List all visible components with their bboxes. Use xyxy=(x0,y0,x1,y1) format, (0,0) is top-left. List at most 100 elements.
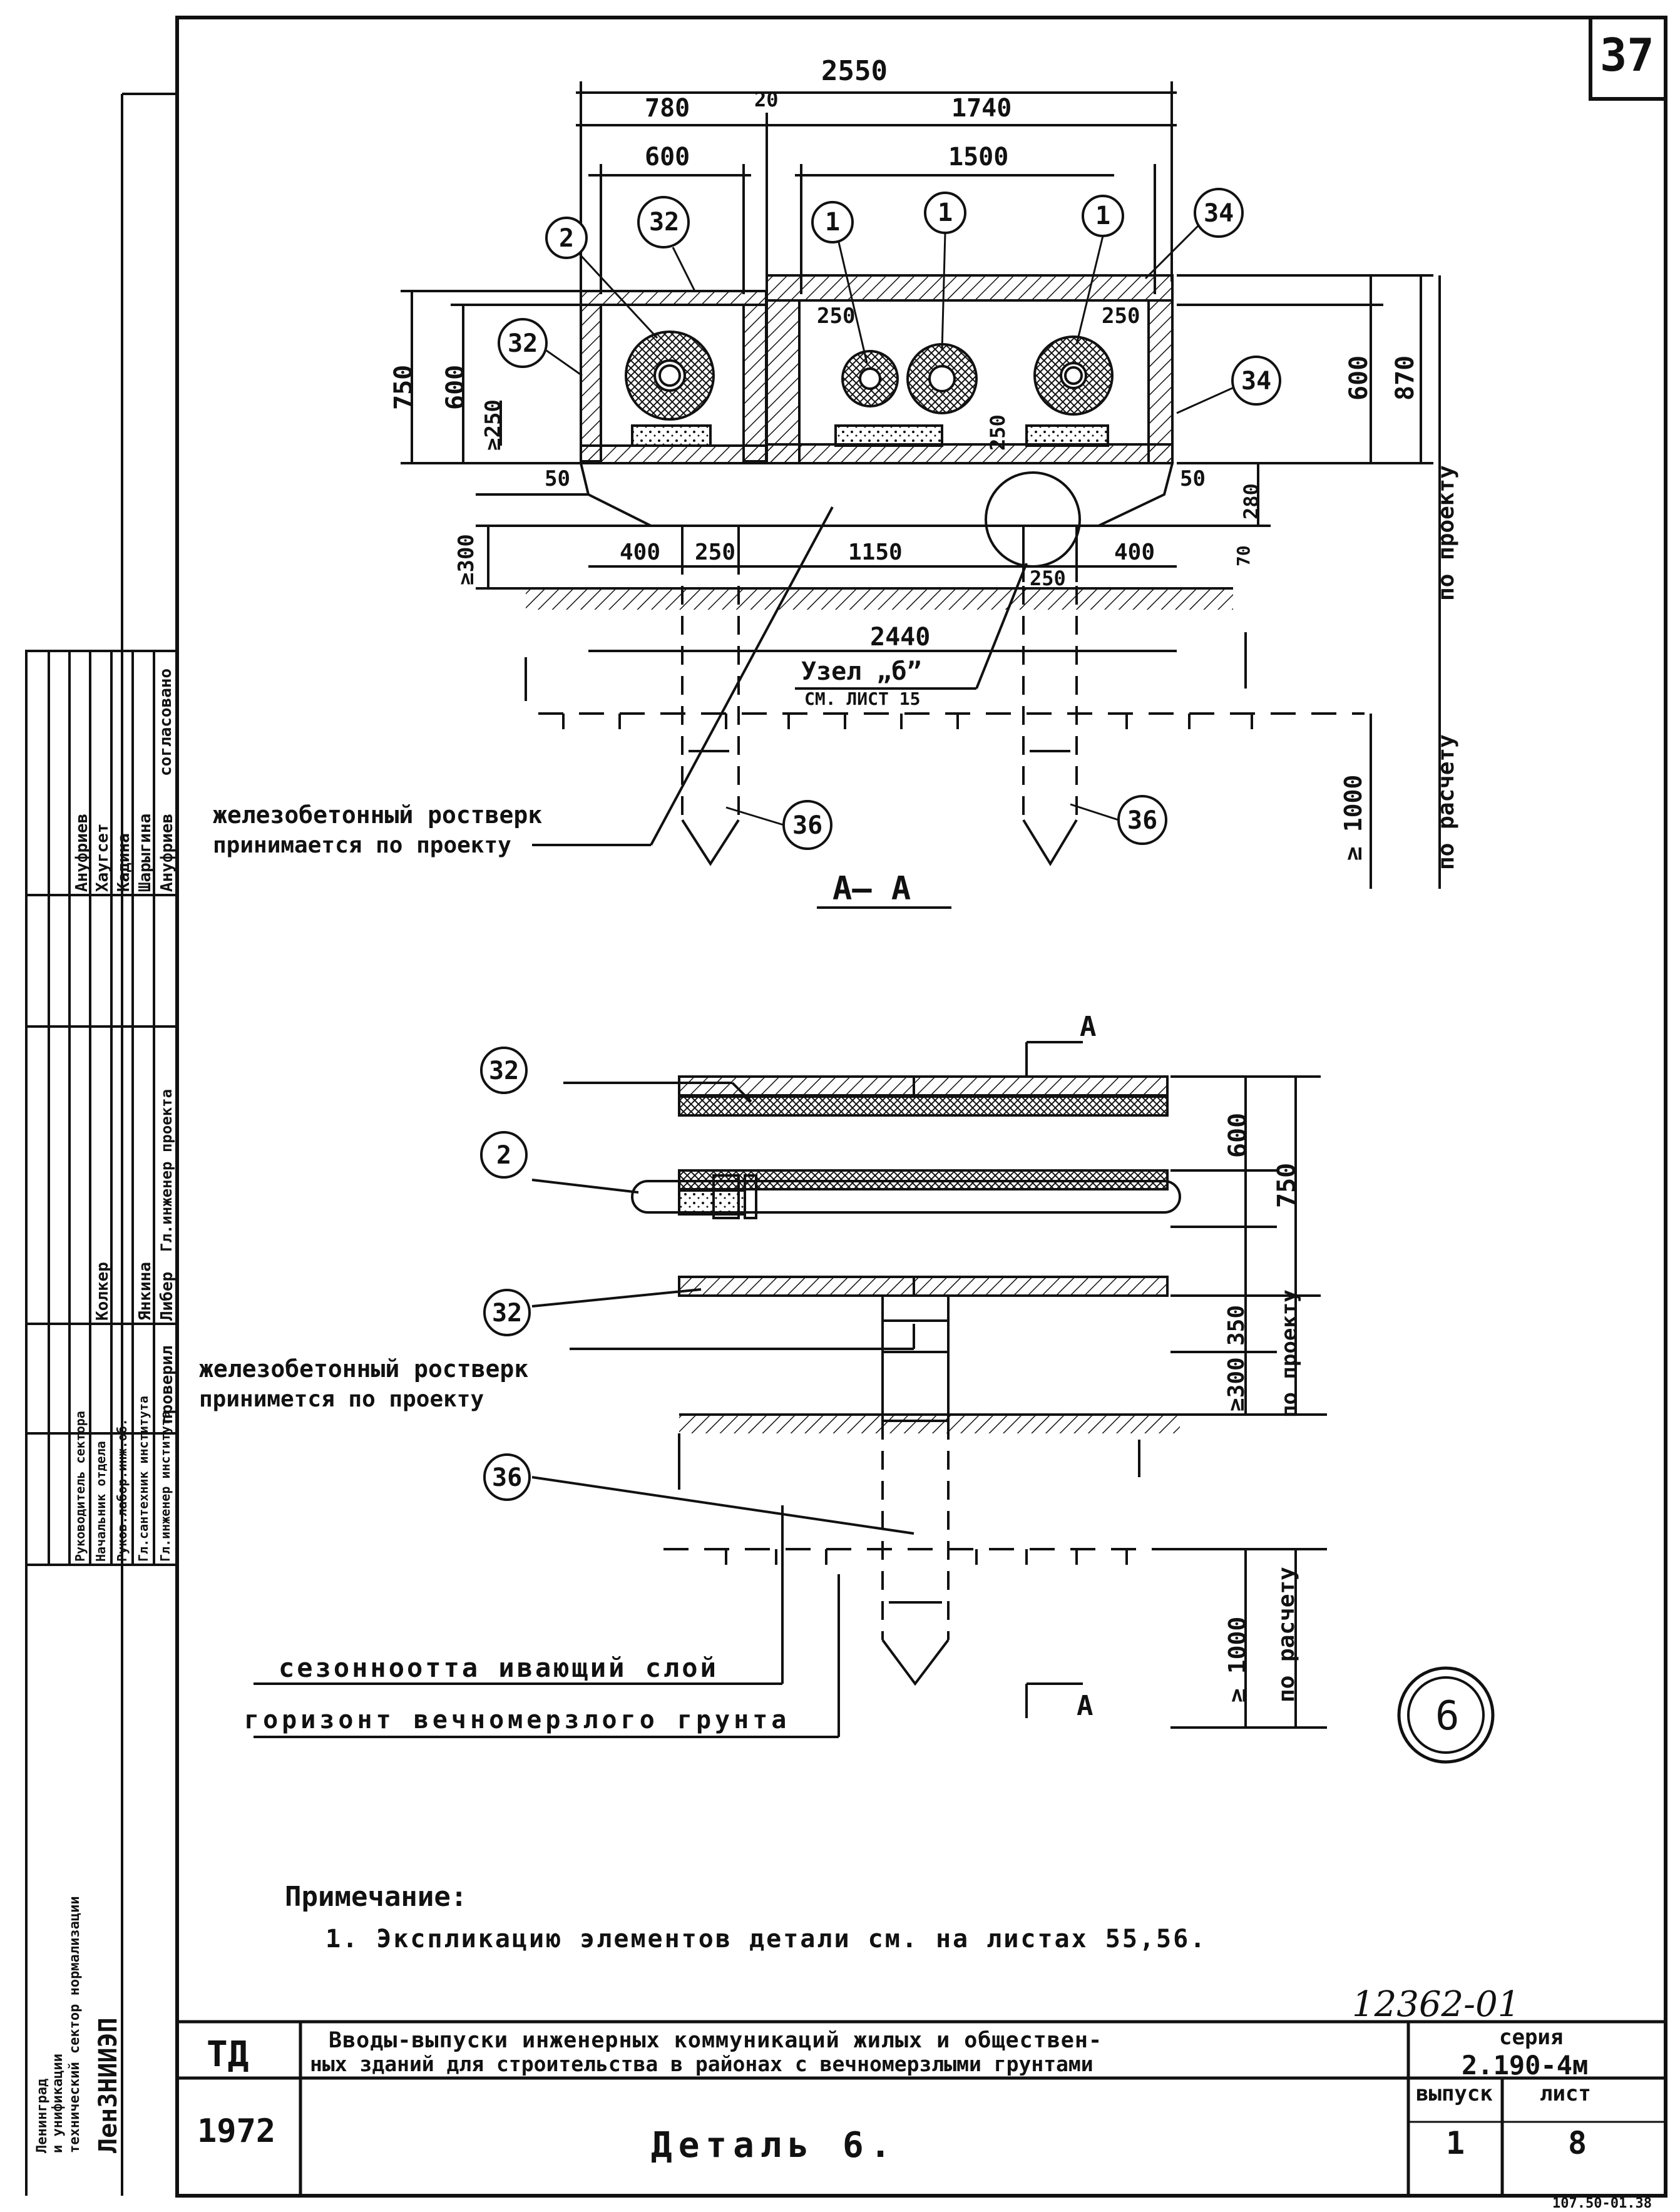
dim-750-left: 750 xyxy=(389,364,418,410)
callout-aa-36-right: 36 xyxy=(1127,806,1158,835)
callout-plan-36: 36 xyxy=(492,1463,523,1492)
callout-aa-34-top: 34 xyxy=(1204,199,1234,228)
note-title: Примечание: xyxy=(285,1881,468,1913)
dim-1740: 1740 xyxy=(951,94,1012,123)
side-role-5: Руководитель сектора xyxy=(73,1411,88,1562)
side-approve-name-3: Кадина xyxy=(115,833,133,892)
aa-grillage-line1: железобетонный ростверк xyxy=(213,801,543,829)
callout-aa-2: 2 xyxy=(559,224,575,253)
side-role-name-2: Янкина xyxy=(136,1262,155,1321)
plan-per-project: по проекту xyxy=(1277,1289,1302,1418)
dim-250-a: 250 xyxy=(817,304,856,329)
note-text: 1. Экспликацию элементов детали см. на л… xyxy=(325,1925,1207,1953)
stamp-td: ТД xyxy=(207,2034,249,2075)
dim-70: 70 xyxy=(1233,545,1254,566)
callout-aa-32-top: 32 xyxy=(649,208,680,237)
plan-grillage-line2: принимется по проекту xyxy=(199,1386,484,1412)
node-ref: СМ. ЛИСТ 15 xyxy=(804,689,921,709)
callout-aa-36-left: 36 xyxy=(792,811,823,840)
stamp-issue-value: 1 xyxy=(1446,2125,1465,2161)
node-label: Узел „б” xyxy=(801,657,922,686)
callout-aa-1c: 1 xyxy=(1095,202,1111,230)
dim-250-pile-left: 250 xyxy=(695,540,736,565)
plan-dim-750: 750 xyxy=(1273,1162,1301,1208)
stamp-year: 1972 xyxy=(197,2112,276,2150)
plan-section-mark-bottom: А xyxy=(1077,1690,1094,1722)
dim-2440: 2440 xyxy=(870,623,931,652)
dim-50-right: 50 xyxy=(1180,466,1206,491)
dim-280: 280 xyxy=(1239,483,1263,520)
callout-aa-32-left: 32 xyxy=(508,329,538,358)
aa-per-project: по проекту xyxy=(1433,465,1459,601)
callout-plan-2: 2 xyxy=(496,1141,512,1170)
callout-plan-32-top: 32 xyxy=(489,1057,520,1085)
side-org-2: технический сектор нормализации xyxy=(67,1896,83,2153)
detail-mark xyxy=(1397,1666,1495,1764)
side-chief-project: Гл.инженер проекта xyxy=(158,1088,175,1252)
dim-600-left: 600 xyxy=(441,364,470,410)
plan-permafrost-ticks xyxy=(725,1549,1128,1565)
plan-dim-350: 350 xyxy=(1224,1304,1249,1346)
callout-aa-1a: 1 xyxy=(825,208,841,237)
side-role-name-4: Колкер xyxy=(93,1262,112,1321)
side-role-4: Начальник отдела xyxy=(93,1441,108,1562)
dim-250-b: 250 xyxy=(1102,304,1140,329)
side-role-name-1: Либер xyxy=(158,1271,177,1321)
callout-circles-plan xyxy=(480,1047,531,1501)
side-role-1: Гл.инженер института xyxy=(158,1411,173,1562)
dim-400-left: 400 xyxy=(620,540,661,565)
corner-code: 107.50-01.38 xyxy=(1552,2196,1652,2211)
plan-dim-600: 600 xyxy=(1224,1112,1252,1158)
dim-1150: 1150 xyxy=(848,540,903,565)
plan-grillage-line1: железобетонный ростверк xyxy=(199,1355,529,1383)
handwritten-code: 12362-01 xyxy=(1352,1984,1520,2025)
callout-aa-34-right: 34 xyxy=(1241,367,1272,396)
side-org-4: Ленинград xyxy=(34,2078,50,2153)
dim-50-left: 50 xyxy=(545,466,570,491)
side-approve-name-5: Ануфриев xyxy=(73,813,91,892)
stamp-title-line1: Вводы-выпуски инженерных коммуникаций жи… xyxy=(329,2028,1103,2053)
side-role-2: Гл.сантехник института xyxy=(136,1396,151,1562)
side-org-1: ЛенЗНИИЭП xyxy=(94,2017,123,2153)
permafrost-ticks xyxy=(562,714,1253,729)
seasonal-layer-label: сезонноотта ивающий слой xyxy=(279,1652,719,1683)
aa-grillage-line2: принимается по проекту xyxy=(213,832,511,858)
plan-dim-1000: ≥ 1000 xyxy=(1224,1616,1251,1703)
stamp-sheet-value: 8 xyxy=(1568,2125,1587,2161)
dim-870: 870 xyxy=(1391,355,1420,401)
section-aa-title: А— А xyxy=(832,870,911,908)
side-strip-lines xyxy=(25,93,178,2196)
aa-per-calc: по расчету xyxy=(1433,734,1459,870)
title-block-lines xyxy=(177,2020,1666,2196)
side-approved: согласовано xyxy=(156,668,175,776)
dim-ge250: ≥250 xyxy=(481,399,506,451)
plan-view xyxy=(254,1041,1327,1738)
side-approve-name-2: Шарыгина xyxy=(136,813,155,892)
stamp-sheet-label: лист xyxy=(1540,2081,1591,2106)
dim-250-pile-right: 250 xyxy=(1030,566,1066,590)
plan-dim-ge300: ≥300 xyxy=(1224,1357,1249,1411)
stamp-detail-title: Деталь 6. xyxy=(651,2125,898,2166)
pile-left xyxy=(681,526,740,866)
callout-plan-32-bottom: 32 xyxy=(492,1299,523,1328)
dim-780: 780 xyxy=(645,94,690,123)
dim-20: 20 xyxy=(754,88,779,111)
dim-1500: 1500 xyxy=(948,143,1009,172)
plan-section-mark-top: А xyxy=(1080,1011,1097,1043)
dim-400-right: 400 xyxy=(1114,540,1155,565)
dim-ge300: ≥300 xyxy=(454,534,479,585)
dim-600-right: 600 xyxy=(1345,355,1373,401)
dim-2550: 2550 xyxy=(821,55,888,87)
side-approve-name-4: Хаугсет xyxy=(93,823,112,892)
callout-aa-1b: 1 xyxy=(938,198,953,227)
sheet-number: 37 xyxy=(1600,29,1654,81)
side-approve-name-1: Ануфриев xyxy=(158,813,177,892)
stamp-series-label: серия xyxy=(1499,2025,1564,2050)
detail-mark-number: 6 xyxy=(1435,1693,1460,1739)
section-aa xyxy=(401,81,1441,909)
side-org-3: и унификации xyxy=(50,2054,66,2153)
pile-right xyxy=(1022,526,1078,866)
dim-250-vertical: 250 xyxy=(986,414,1010,451)
